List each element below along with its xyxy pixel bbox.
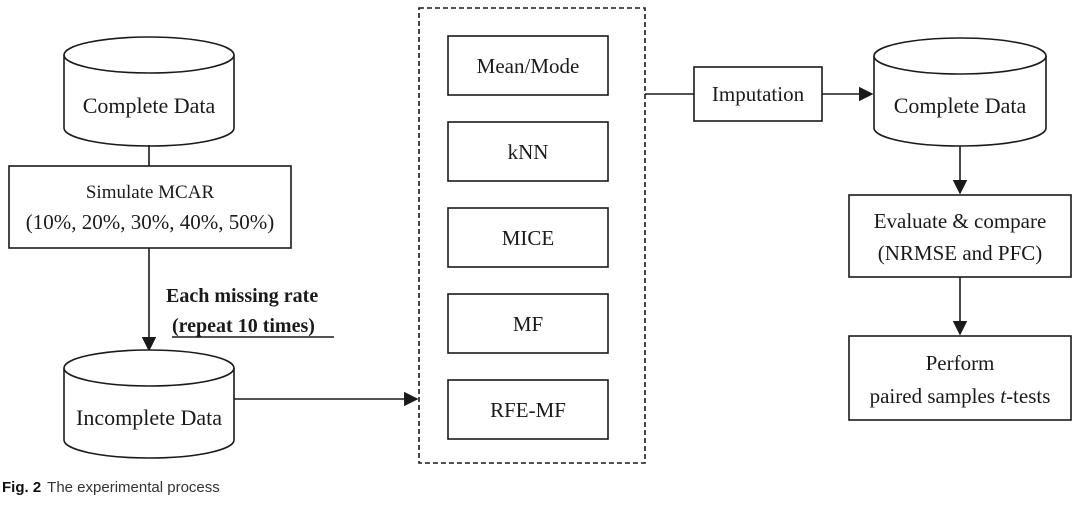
perform-line1: Perform xyxy=(926,351,995,375)
complete-data-cylinder-right: Complete Data xyxy=(873,37,1047,147)
incomplete-data-cylinder: Incomplete Data xyxy=(63,349,235,459)
method-box-rfe-mf: RFE-MF xyxy=(447,379,609,440)
complete-data-right-label: Complete Data xyxy=(894,93,1027,118)
flow-diagram: Complete Data Simulate MCAR (10%, 20%, 3… xyxy=(8,7,1072,464)
complete-data-top-label: Complete Data xyxy=(83,93,216,118)
method-label-rfe-mf: RFE-MF xyxy=(490,398,566,422)
evaluate-box: Evaluate & compare (NRMSE and PFC) xyxy=(848,194,1072,278)
simulate-mcar-box: Simulate MCAR (10%, 20%, 30%, 40%, 50%) xyxy=(8,165,292,249)
method-box-mean-mode: Mean/Mode xyxy=(447,35,609,96)
simulate-mcar-line1: Simulate MCAR xyxy=(86,182,215,203)
imputation-label: Imputation xyxy=(712,82,805,106)
figure-caption-label: Fig. 2 xyxy=(2,479,42,496)
simulate-mcar-line2: (10%, 20%, 30%, 40%, 50%) xyxy=(26,210,274,234)
method-label-mf: MF xyxy=(513,312,543,336)
method-label-knn: kNN xyxy=(508,140,549,164)
complete-data-cylinder-top: Complete Data xyxy=(63,36,235,147)
method-label-mice: MICE xyxy=(502,226,555,250)
evaluate-line1: Evaluate & compare xyxy=(874,209,1047,233)
figure-caption-text: The experimental process xyxy=(47,479,220,496)
imputation-box: Imputation xyxy=(693,66,823,122)
method-box-knn: kNN xyxy=(447,121,609,182)
perform-box: Perform paired samples t-tests xyxy=(848,335,1072,421)
method-box-mf: MF xyxy=(447,293,609,354)
incomplete-data-label: Incomplete Data xyxy=(76,405,222,430)
perform-line2: paired samples t-tests xyxy=(870,384,1051,408)
perform-line2-suffix: -tests xyxy=(1006,384,1050,408)
method-box-mice: MICE xyxy=(447,207,609,268)
perform-line2-t: t xyxy=(1000,384,1007,408)
methods-dashed-container xyxy=(418,7,646,464)
figure-caption: Fig. 2 The experimental process xyxy=(2,479,220,496)
evaluate-line2: (NRMSE and PFC) xyxy=(878,241,1043,265)
method-label-mean-mode: Mean/Mode xyxy=(477,54,580,78)
missing-rate-label: Each missing rate xyxy=(166,285,318,307)
perform-line2-prefix: paired samples xyxy=(870,384,1001,408)
repeat-label: (repeat 10 times) xyxy=(172,315,315,337)
